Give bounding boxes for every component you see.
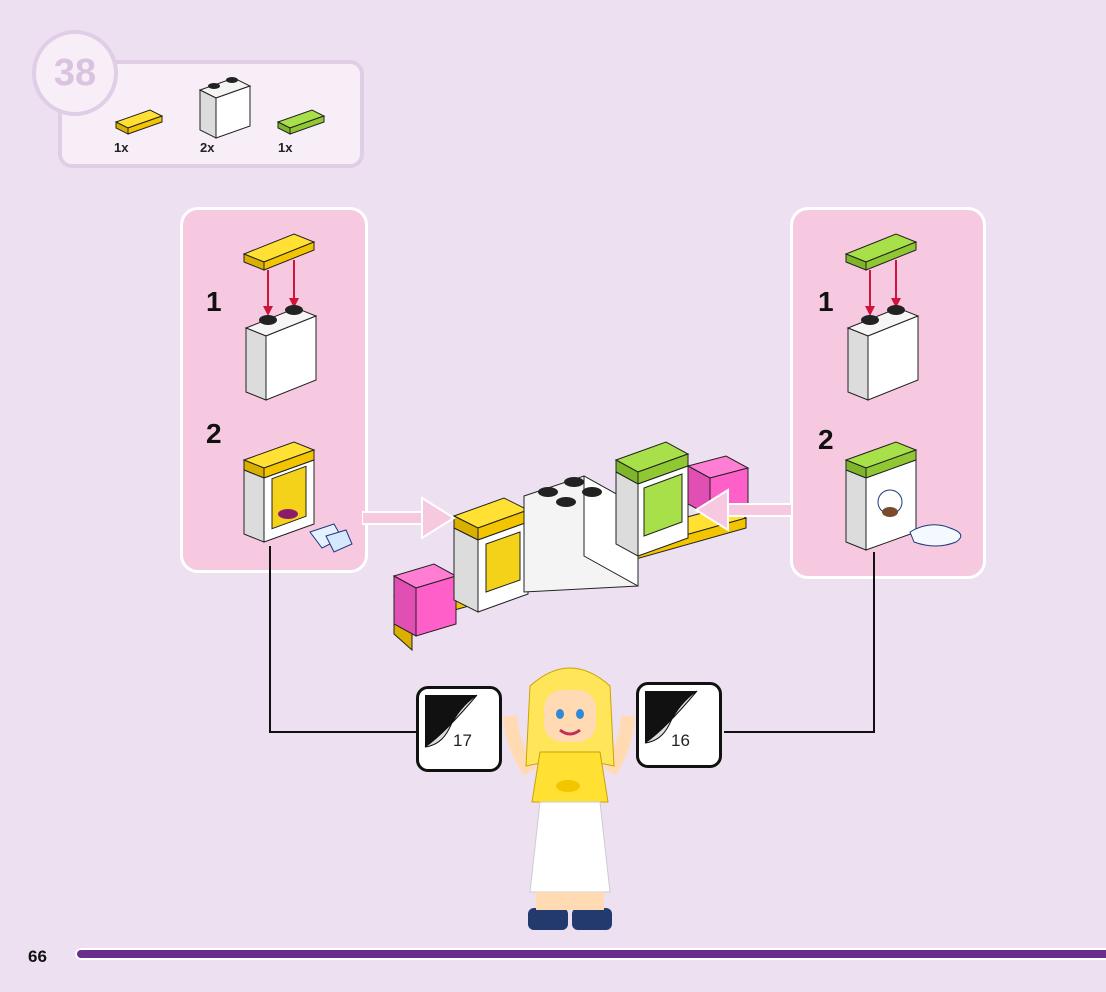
left-arrow-icon bbox=[362, 496, 456, 540]
part-qty-white: 2x bbox=[200, 140, 215, 155]
sticker-peel-icon bbox=[644, 690, 698, 744]
minifigure-illustration bbox=[503, 667, 635, 930]
part-qty-lime: 1x bbox=[278, 140, 293, 155]
sticker-peel-icon bbox=[424, 694, 478, 748]
main-assembly-illustration bbox=[392, 441, 750, 652]
right-subassembly-panel bbox=[790, 207, 986, 579]
right-arrow-icon bbox=[694, 488, 792, 532]
sticker-17: 17 bbox=[416, 686, 502, 772]
right-substep-2: 2 bbox=[818, 424, 834, 455]
left-build-illustration bbox=[242, 233, 353, 553]
parts-icons bbox=[114, 77, 326, 139]
lime-tile-icon bbox=[276, 109, 326, 135]
yellow-tile-icon bbox=[114, 109, 164, 135]
sticker-16-label: 16 bbox=[671, 731, 690, 750]
left-substep-2: 2 bbox=[206, 418, 222, 449]
page-number: 66 bbox=[28, 947, 47, 966]
white-brick-icon bbox=[198, 77, 252, 139]
part-qty-yellow: 1x bbox=[114, 140, 129, 155]
step-number: 38 bbox=[32, 30, 118, 116]
right-substep-1: 1 bbox=[818, 286, 834, 317]
right-build-illustration bbox=[844, 233, 962, 551]
sticker-16: 16 bbox=[636, 682, 722, 768]
page-progress-bar bbox=[75, 948, 1106, 960]
sticker-connector-lines bbox=[269, 546, 875, 733]
left-substep-1: 1 bbox=[206, 286, 222, 317]
sticker-17-label: 17 bbox=[453, 731, 472, 750]
